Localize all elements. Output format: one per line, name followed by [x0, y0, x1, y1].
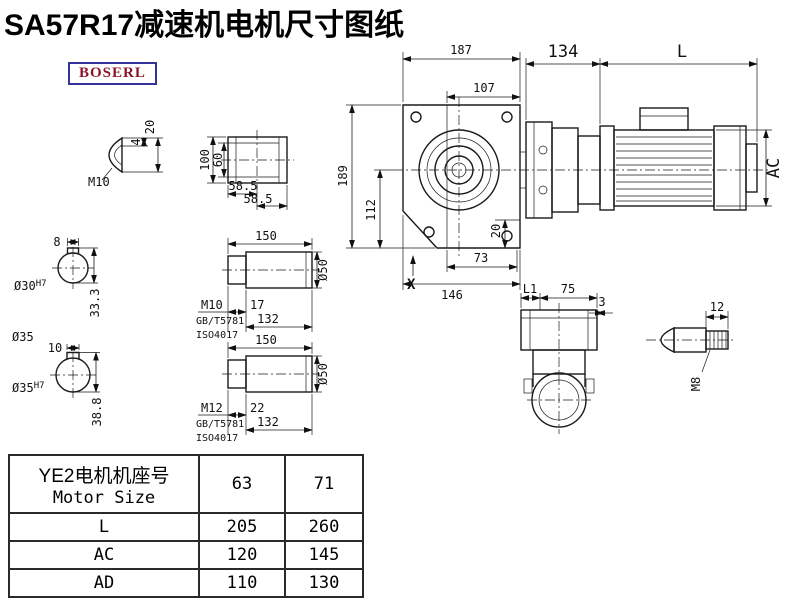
bottom-view — [520, 303, 598, 434]
dim-L1: L1 — [523, 282, 537, 296]
label-std2-b: ISO4017 — [196, 433, 238, 444]
dim-60: 60 — [211, 153, 225, 167]
dim-132-b: 132 — [257, 415, 279, 429]
dim-187: 187 — [450, 43, 472, 57]
dim-73: 73 — [474, 251, 488, 265]
dim-189: 189 — [336, 165, 350, 187]
dim-17: 17 — [250, 298, 264, 312]
cell-L-71: 260 — [284, 512, 364, 542]
row-label-AD: AD — [8, 568, 200, 598]
table-row-AD: AD 110 130 — [8, 568, 364, 598]
gearbox-top-view: 100 60 58.5 58.5 — [198, 130, 294, 210]
m8-shaft-detail: 12 M8 — [646, 300, 736, 391]
table-header-row: YE2电机机座号 Motor Size 63 71 — [8, 454, 364, 514]
frame-size-col-1: 63 — [198, 454, 286, 514]
dim-22: 22 — [250, 401, 264, 415]
label-std2-a: ISO4017 — [196, 330, 238, 341]
table-row-L: L 205 260 — [8, 512, 364, 542]
dim-3: 3 — [598, 295, 605, 309]
table-row-AC: AC 120 145 — [8, 540, 364, 570]
dim-dia50-b: Ø50 — [316, 363, 330, 385]
dim-10: 10 — [48, 341, 62, 355]
dim-107: 107 — [473, 81, 495, 95]
shaft-view-m12: 150 Ø50 M12 22 GB/T5781 132 ISO4017 — [196, 333, 330, 444]
dim-4: 4 — [129, 138, 143, 145]
label-dia-35: Ø35 — [12, 330, 34, 344]
motor-fins — [616, 136, 712, 202]
main-front-view — [402, 104, 521, 249]
dim-150-b: 150 — [255, 333, 277, 347]
row-label-AC: AC — [8, 540, 200, 570]
dim-58-5-b: 58.5 — [244, 192, 273, 206]
dim-134: 134 — [548, 42, 579, 62]
label-thread-a: M10 — [201, 298, 223, 312]
brand-text: BOSERL — [79, 65, 146, 81]
dim-132-a: 132 — [257, 312, 279, 326]
label-std1-a: GB/T5781 — [196, 316, 244, 327]
dim-L: L — [677, 42, 687, 62]
dim-dia50-a: Ø50 — [316, 259, 330, 281]
dim-12: 12 — [710, 300, 724, 314]
dim-75: 75 — [561, 282, 575, 296]
header-cn: YE2电机机座号 — [38, 465, 170, 487]
label-std1-b: GB/T5781 — [196, 419, 244, 430]
dim-150-a: 150 — [255, 229, 277, 243]
bore-35-section: 10 Ø35H7 38.8 — [12, 341, 104, 426]
dim-100: 100 — [198, 149, 212, 171]
shaft-view-m10: 150 Ø50 M10 17 GB/T5781 132 ISO4017 — [196, 229, 330, 341]
frame-size-col-2: 71 — [284, 454, 364, 514]
motor-side-view — [520, 107, 758, 219]
label-x: X — [407, 277, 416, 293]
dim-112: 112 — [364, 199, 378, 221]
dim-AC: AC — [764, 158, 784, 178]
dim-20-cap: 20 — [143, 120, 157, 134]
page-title: SA57R17减速机电机尺寸图纸 — [4, 9, 405, 42]
brand-logo: BOSERL — [68, 62, 157, 85]
dim-8: 8 — [53, 235, 60, 249]
m10-cap-detail: 4 20 M10 — [88, 120, 163, 189]
row-label-L: L — [8, 512, 200, 542]
cell-AD-71: 130 — [284, 568, 364, 598]
label-m8-thread: M8 — [689, 377, 703, 391]
cell-AC-71: 145 — [284, 540, 364, 570]
dim-38-8: 38.8 — [90, 398, 104, 427]
main-view-dimensions: 187 107 189 112 20 73 146 X — [336, 43, 521, 302]
cell-AD-63: 110 — [198, 568, 286, 598]
motor-size-table: YE2电机机座号 Motor Size 63 71 L 205 260 AC 1… — [8, 454, 364, 598]
label-m10-thread: M10 — [88, 175, 110, 189]
bore-30-section: 8 Ø30H7 33.3 Ø35 — [12, 235, 102, 344]
label-bore-35: Ø35H7 — [12, 381, 45, 395]
bottom-view-dimensions: L1 75 3 — [520, 282, 613, 316]
motor-dimensions: 134 L AC — [525, 42, 784, 207]
header-en: Motor Size — [52, 487, 156, 508]
centerlines — [393, 97, 770, 258]
dim-20: 20 — [489, 224, 503, 238]
dim-146: 146 — [441, 288, 463, 302]
dim-58-5-a: 58.5 — [229, 179, 258, 193]
terminal-box — [639, 107, 689, 131]
label-thread-b: M12 — [201, 401, 223, 415]
cell-L-63: 205 — [198, 512, 286, 542]
fan-cover — [713, 125, 747, 211]
label-bore-30: Ø30H7 — [14, 279, 47, 293]
header-motor-size: YE2电机机座号 Motor Size — [8, 454, 200, 514]
dim-33-3: 33.3 — [88, 289, 102, 318]
cell-AC-63: 120 — [198, 540, 286, 570]
